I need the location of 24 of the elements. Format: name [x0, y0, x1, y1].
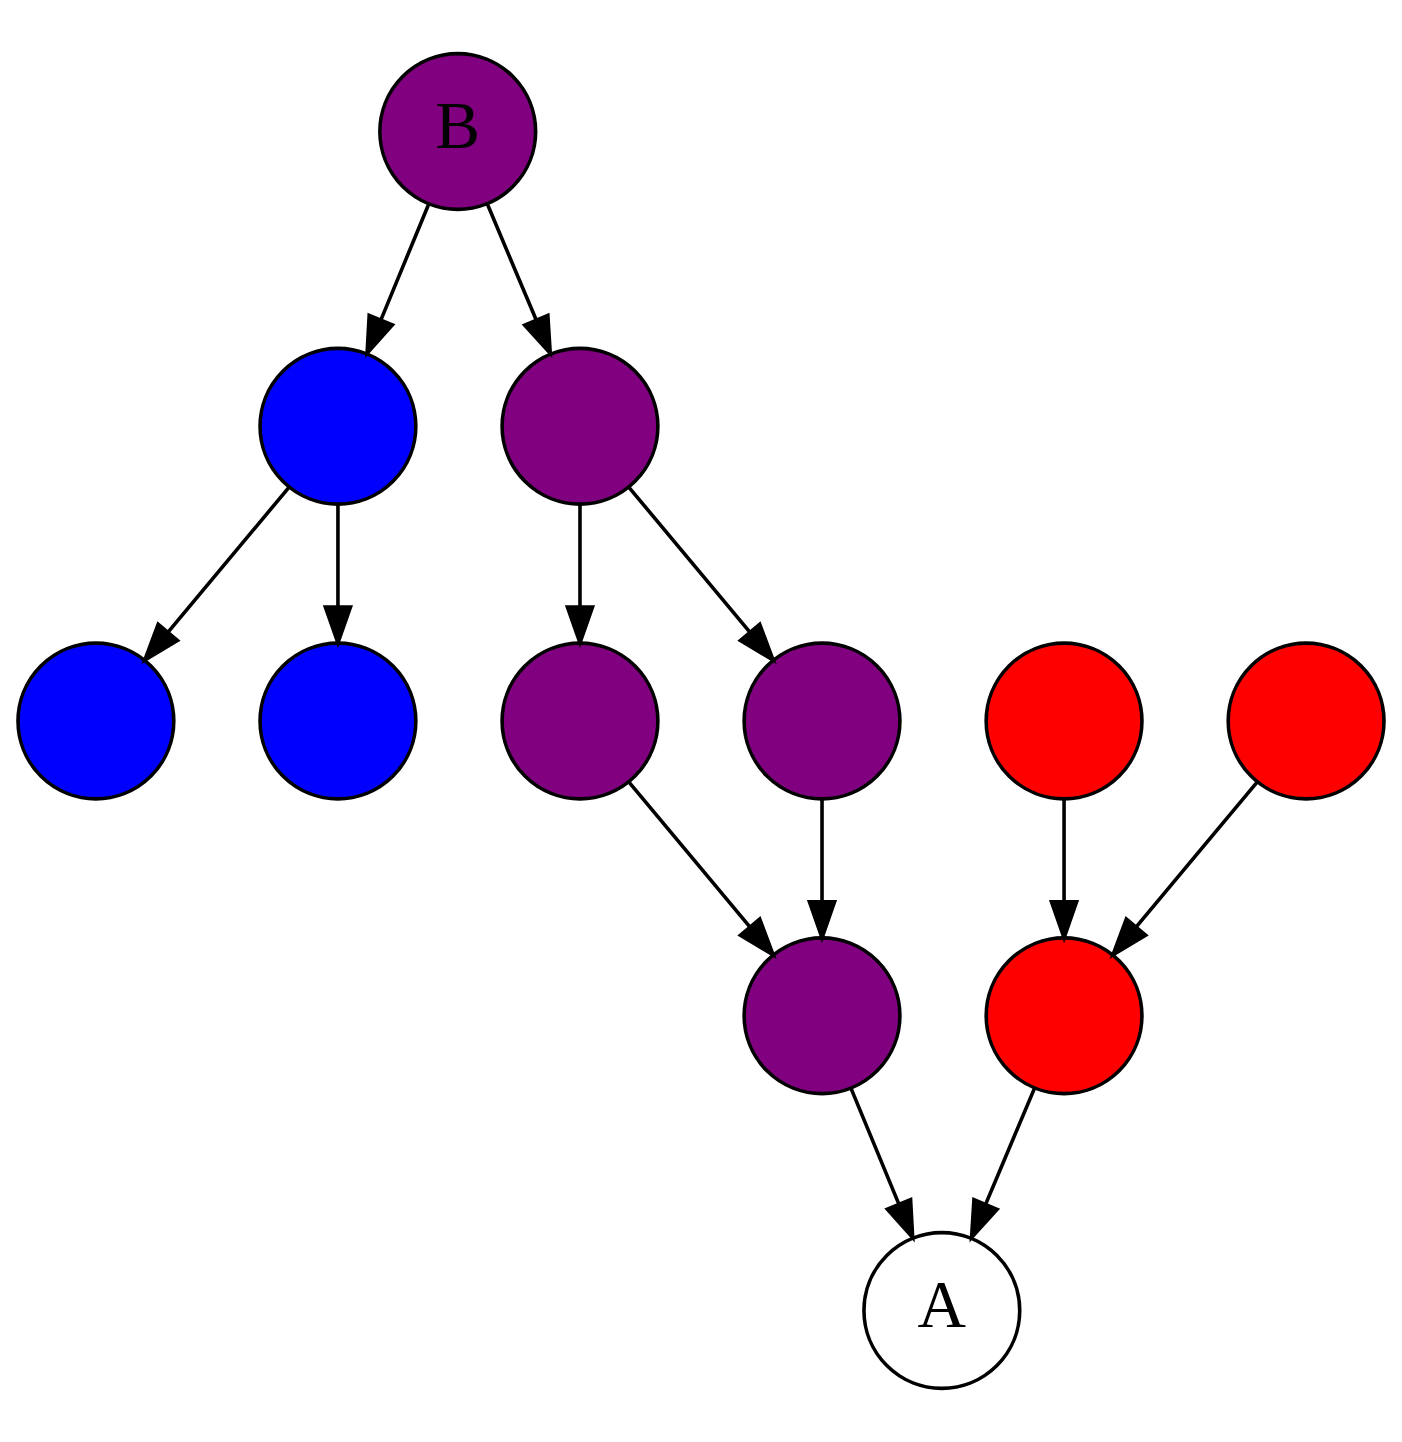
arrow: [365, 203, 431, 359]
node-circle: [258, 346, 418, 506]
arrow: [141, 486, 291, 665]
arrow: [322, 504, 354, 649]
arrow: [1109, 780, 1259, 959]
node-circle: [16, 641, 176, 801]
node-circle: B: [378, 51, 538, 212]
node-circle: [1226, 641, 1386, 801]
arrow: [969, 1087, 1037, 1243]
arrow: [485, 203, 553, 359]
arrow: [849, 1087, 915, 1243]
arrow: [806, 799, 838, 944]
node-circle: [984, 641, 1144, 801]
node-circle: [742, 641, 902, 801]
node-circle: [500, 346, 660, 506]
node-circle: [742, 936, 902, 1096]
node-circle: [258, 641, 418, 801]
arrow: [627, 486, 777, 665]
arrow: [564, 504, 596, 649]
node-circle: [984, 936, 1144, 1096]
node-circle: A: [862, 1230, 1022, 1391]
arrow: [627, 780, 777, 959]
node-circle: [500, 641, 660, 801]
arrow: [1048, 799, 1080, 944]
